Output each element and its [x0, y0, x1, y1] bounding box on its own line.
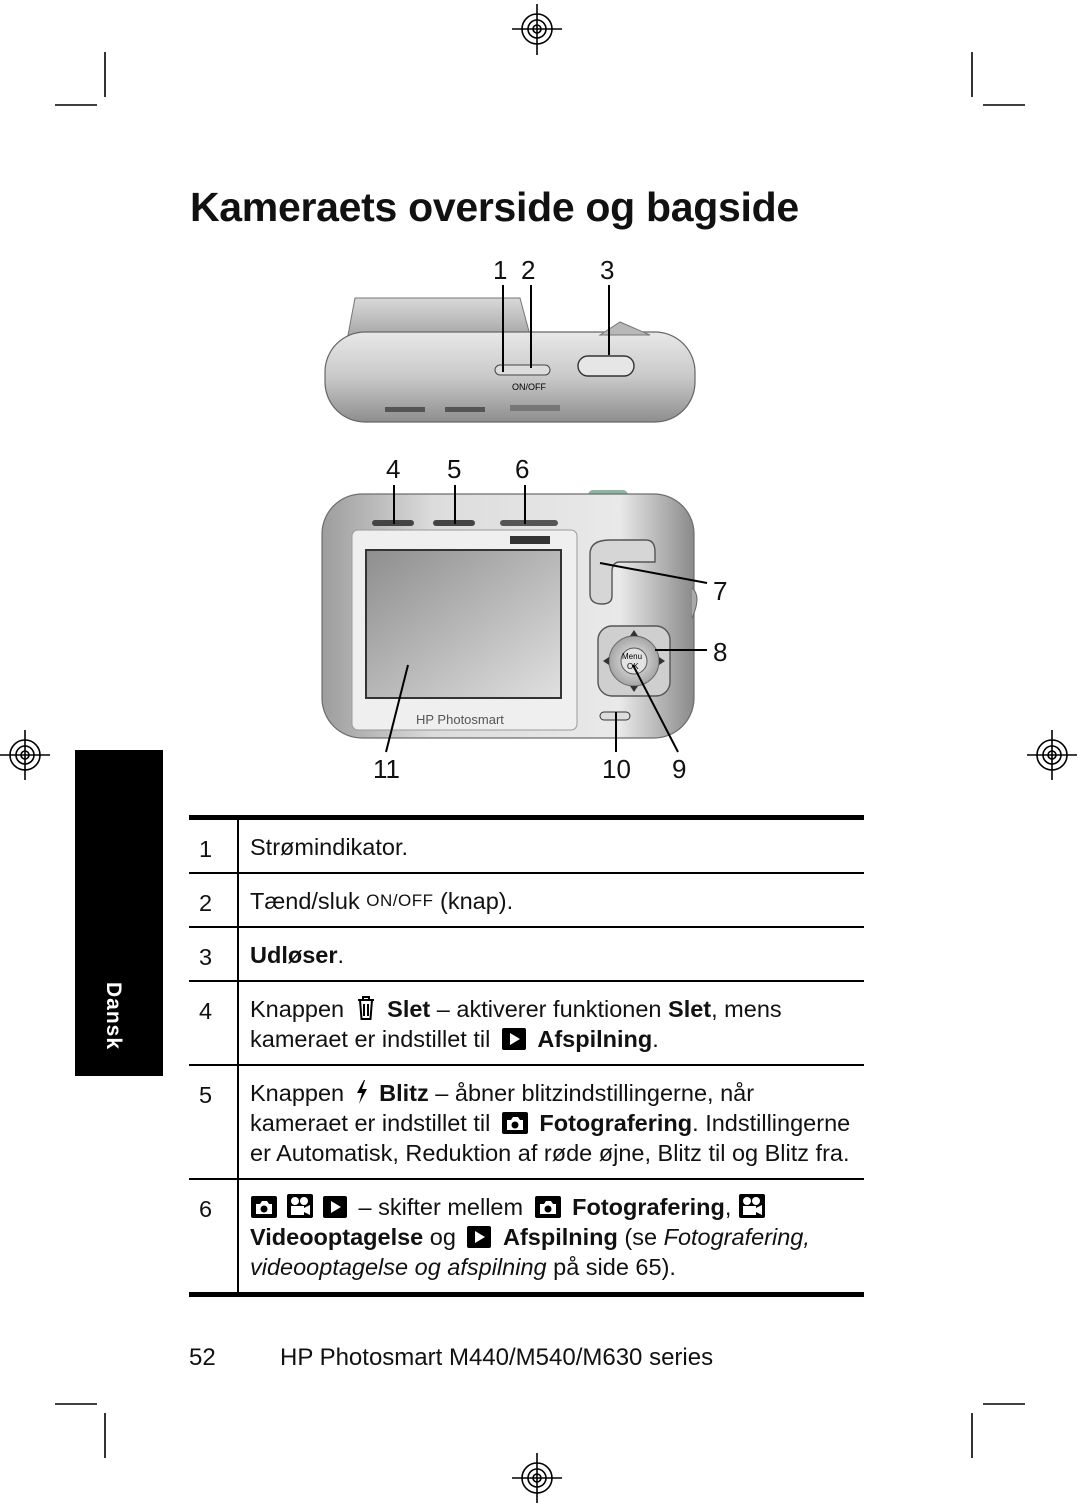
- language-tab: Dansk: [75, 750, 163, 1076]
- callout-5: 5: [447, 454, 462, 484]
- row-number: 5: [189, 1066, 239, 1178]
- row-bold-text: Udløser: [250, 942, 338, 968]
- product-name: HP Photosmart M440/M540/M630 series: [280, 1344, 714, 1371]
- camera-mode-icon: [501, 1112, 528, 1134]
- row-number: 1: [189, 820, 239, 872]
- row-number: 6: [189, 1180, 239, 1292]
- camera-mode-icon: [251, 1196, 277, 1218]
- row-text: Knappen: [250, 996, 345, 1022]
- row-description: Tænd/sluk ON/OFF (knap).: [239, 874, 864, 926]
- language-tab-label: Dansk: [102, 982, 125, 1051]
- row-italic-text: Fotografering, videooptagelse og afspiln…: [250, 1224, 810, 1280]
- table-row: 6 – skifter mellem Fotografering, Videoo…: [189, 1178, 864, 1297]
- row-text: – skifter mellem: [358, 1194, 524, 1220]
- camera-mode-icon: [534, 1196, 561, 1218]
- row-number: 2: [189, 874, 239, 926]
- row-bold-text: Videooptagelse: [250, 1224, 424, 1250]
- row-bold-text: Slet: [387, 996, 431, 1022]
- row-text: , mens kameraet er indstillet til: [250, 996, 782, 1052]
- row-text: ,: [724, 1194, 732, 1220]
- row-bold-text: Blitz: [379, 1080, 429, 1106]
- playback-icon: [467, 1226, 492, 1248]
- callout-6: 6: [515, 454, 530, 484]
- callout-1: 1: [493, 255, 508, 285]
- table-row: 1 Strømindikator.: [189, 815, 864, 872]
- legend-table: 1 Strømindikator. 2 Tænd/sluk ON/OFF (kn…: [189, 815, 864, 1297]
- camera-back-illustration: HP Photosmart Menu OK: [321, 490, 698, 739]
- row-text: og: [429, 1224, 456, 1250]
- row-number: 3: [189, 928, 239, 980]
- flash-icon: [356, 1080, 367, 1104]
- callout-4: 4: [386, 454, 401, 484]
- video-mode-icon: [287, 1194, 313, 1218]
- camera-menu-text: Menu: [622, 652, 642, 661]
- callout-9: 9: [672, 754, 687, 784]
- callout-8: 8: [713, 637, 728, 667]
- row-description: Strømindikator.: [239, 820, 864, 872]
- row-description: Knappen Slet – aktiverer funktionen Slet…: [239, 982, 864, 1064]
- camera-onoff-text: ON/OFF: [512, 382, 546, 392]
- table-row: 5 Knappen Blitz – åbner blitzindstilling…: [189, 1064, 864, 1178]
- row-text: – åbner blitzindstillingerne, når kamera…: [250, 1080, 755, 1136]
- callout-2: 2: [521, 255, 536, 285]
- camera-brand-text: HP Photosmart: [416, 712, 504, 727]
- row-text: på side 65).: [553, 1254, 676, 1280]
- row-text: Knappen: [250, 1080, 345, 1106]
- row-description: Knappen Blitz – åbner blitzindstillinger…: [239, 1066, 864, 1178]
- onoff-label: ON/OFF: [366, 891, 434, 910]
- callout-11: 11: [373, 754, 400, 784]
- row-number: 4: [189, 982, 239, 1064]
- row-text: . Indstillingerne er Automatisk, Redukti…: [250, 1110, 851, 1166]
- row-bold-text: Slet: [668, 996, 712, 1022]
- row-text: – aktiverer funktionen: [436, 996, 662, 1022]
- camera-top-illustration: ON/OFF: [324, 297, 696, 423]
- playback-icon: [323, 1196, 347, 1218]
- row-text: .: [337, 942, 345, 968]
- row-text: (se: [624, 1224, 658, 1250]
- table-row: 4 Knappen Slet – aktiverer funktionen Sl…: [189, 980, 864, 1064]
- callout-7: 7: [713, 576, 728, 606]
- row-bold-text: Afspilning: [503, 1224, 618, 1250]
- row-description: Udløser.: [239, 928, 864, 980]
- row-description: – skifter mellem Fotografering, Videoopt…: [239, 1180, 864, 1292]
- row-text: Tænd/sluk: [250, 888, 360, 914]
- row-bold-text: Afspilning: [537, 1026, 653, 1052]
- page-number: 52: [189, 1344, 216, 1371]
- trash-icon: [357, 996, 374, 1020]
- row-bold-text: Fotografering: [572, 1194, 725, 1220]
- callout-lines: [385, 285, 708, 753]
- row-text: Strømindikator.: [250, 834, 409, 860]
- page-title: Kameraets overside og bagside: [190, 184, 799, 230]
- table-row: 2 Tænd/sluk ON/OFF (knap).: [189, 872, 864, 926]
- callout-10: 10: [602, 754, 631, 784]
- row-text: (knap).: [440, 888, 514, 914]
- playback-icon: [501, 1028, 526, 1050]
- callout-3: 3: [600, 255, 615, 285]
- row-bold-text: Fotografering: [539, 1110, 693, 1136]
- row-text: .: [652, 1026, 659, 1052]
- video-mode-icon: [738, 1194, 765, 1218]
- table-row: 3 Udløser.: [189, 926, 864, 980]
- registration-mark-bottom: [512, 1453, 562, 1503]
